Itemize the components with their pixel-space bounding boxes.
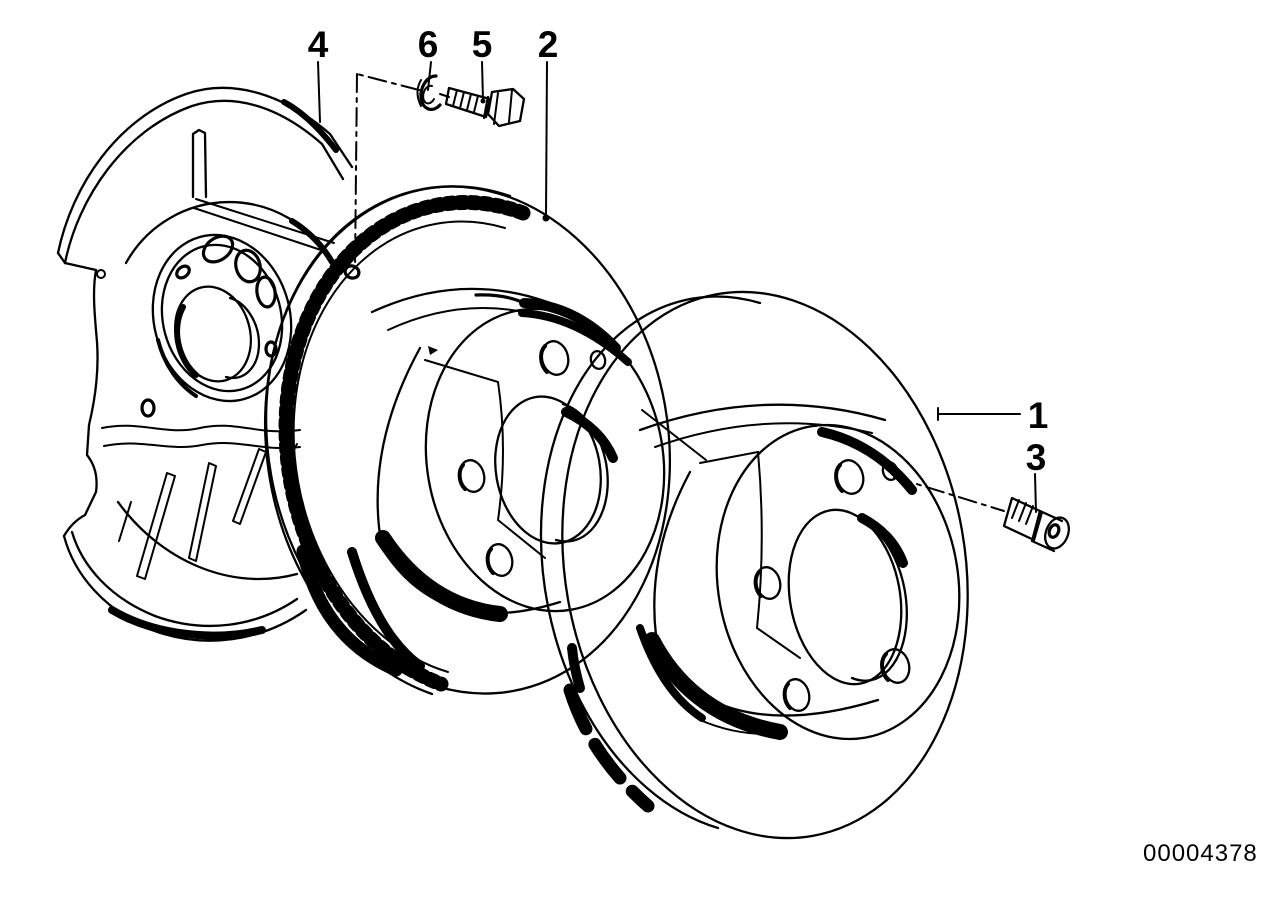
leader-line-3: [1034, 473, 1037, 513]
callout-1[interactable]: 1: [1028, 395, 1049, 436]
brake-disc-part-1-drawing: [539, 290, 969, 840]
assembly-axis-lines: [343, 73, 1005, 512]
leader-line-6: [427, 61, 432, 91]
hex-bolt-part-5-drawing: [439, 86, 526, 128]
leader-line-5: [481, 61, 484, 101]
callout-6[interactable]: 6: [418, 24, 439, 65]
callout-2[interactable]: 2: [538, 24, 559, 65]
vented-brake-disc-part-2-drawing: [263, 185, 672, 696]
callout-4[interactable]: 4: [308, 24, 329, 65]
doc-number: 00004378: [1143, 840, 1258, 867]
leader-lines: [317, 61, 1037, 513]
leader-line-4: [317, 61, 321, 123]
callout-5[interactable]: 5: [472, 24, 493, 65]
allen-screw-part-3-drawing: [1002, 496, 1070, 553]
leader-line-2: [545, 61, 548, 216]
leader-line-1: [937, 407, 1021, 421]
callout-3[interactable]: 3: [1026, 437, 1047, 478]
splash-guard-part-4-drawing: [56, 86, 354, 642]
